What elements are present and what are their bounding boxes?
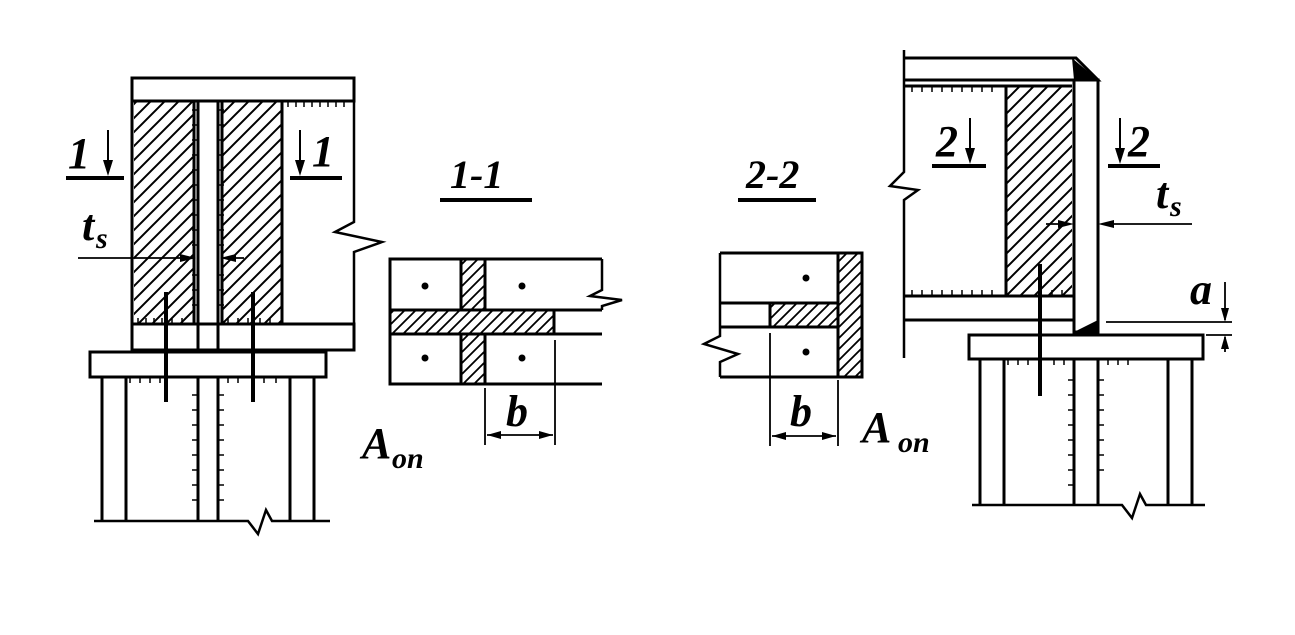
aon-label-1: A [359,419,391,468]
stiffener-left-hatch [134,101,194,324]
bottom-flange [130,322,356,352]
section-mark-1 [66,130,342,180]
ts-label-left: t [82,201,96,250]
cut-label-1-right: 1 [312,127,334,176]
ts-label-right: t [1156,169,1170,218]
section-2-2-title: 2-2 [745,152,799,197]
section-1-1-title: 1-1 [450,152,503,197]
cut-label-2-left: 2 [935,117,958,166]
ts-label-left-sub: s [95,222,108,255]
ts-label-right-sub: s [1169,190,1182,223]
top-flange [130,76,356,103]
section-1-1 [388,257,623,445]
right-elevation [887,50,1232,521]
support-plate [88,350,328,379]
aon-label-2: A [859,403,891,452]
support-plate-right [967,333,1205,361]
aon-label-2-sub: on [898,426,930,459]
stiffener-right-hatch [222,101,282,324]
left-elevation [78,76,387,537]
dim-a: a [1190,265,1212,314]
aon-label-1-sub: on [392,442,424,475]
section-mark-2 [932,118,1160,168]
section-2-2 [700,251,864,446]
cut-label-2-right: 2 [1127,117,1150,166]
cut-label-1-left: 1 [68,129,90,178]
dim-b-2: b [790,387,812,436]
dim-b-1: b [506,387,528,436]
